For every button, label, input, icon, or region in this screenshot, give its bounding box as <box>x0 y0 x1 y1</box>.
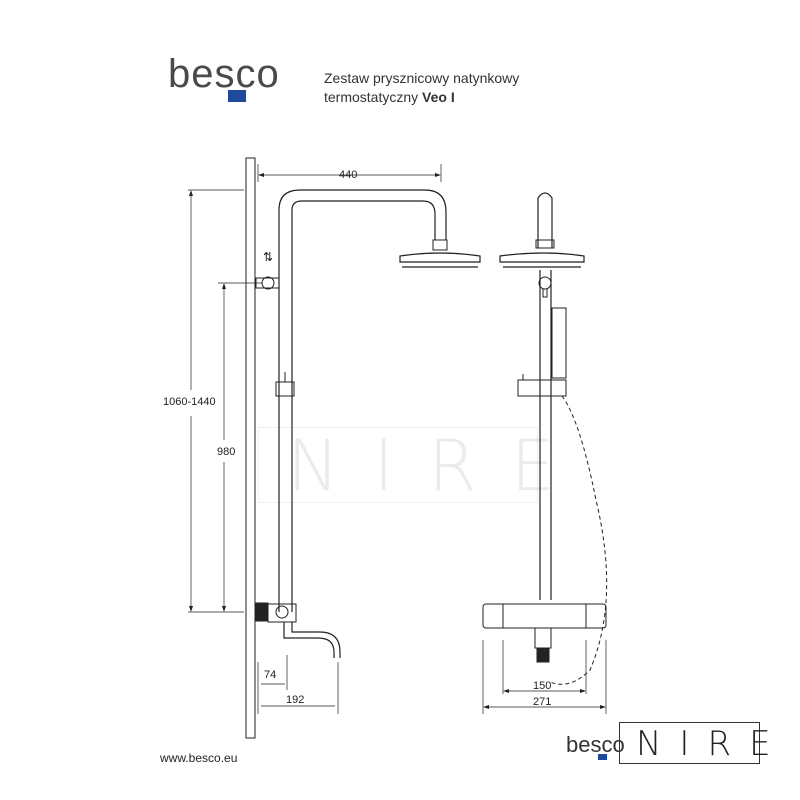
nire-badge: NIRE <box>619 722 771 764</box>
title-line-2-normal: termostatyczny <box>324 89 423 105</box>
title-model: Veo I <box>422 89 455 105</box>
dim-mixer-width: 271 <box>533 696 552 708</box>
dim-spout-offset: 74 <box>264 669 277 681</box>
dim-bar-length: 980 <box>217 446 236 458</box>
title-line-2: termostatyczny Veo I <box>324 88 519 107</box>
footer-logo-text: besco <box>566 732 625 757</box>
dim-reach: 440 <box>339 169 358 181</box>
footer-logo-square <box>598 754 607 760</box>
logo-square <box>228 90 246 102</box>
footer-logo: besco <box>566 732 625 760</box>
dim-center-spacing: 150 <box>533 680 552 692</box>
dim-height-range: 1060-1440 <box>163 396 216 408</box>
footer-url: www.besco.eu <box>160 751 238 765</box>
title-line-1: Zestaw prysznicowy natynkowy <box>324 70 520 86</box>
logo-text: besco <box>168 52 280 96</box>
dim-spout-length: 192 <box>286 694 305 706</box>
wall <box>245 157 256 739</box>
adjust-symbol: ⇅ <box>263 250 274 264</box>
watermark: NIRE <box>258 427 555 504</box>
besco-logo: besco <box>168 52 308 112</box>
product-title: Zestaw prysznicowy natynkowy termostatyc… <box>324 69 519 107</box>
